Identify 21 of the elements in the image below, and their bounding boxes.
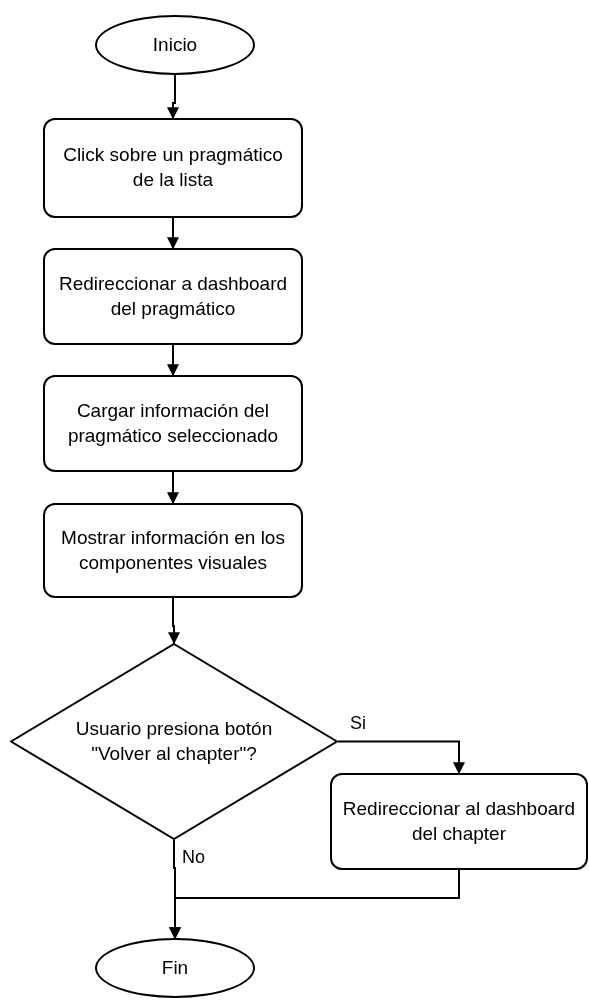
- process-box: [43, 248, 303, 345]
- arrow: [168, 597, 180, 645]
- node-text: Click sobre un pragmático de la lista: [62, 143, 284, 192]
- decision-diamond: [10, 643, 338, 840]
- node-text: Inicio: [151, 32, 199, 57]
- node-text: Cargar información del pragmático seleccionado: [66, 398, 280, 448]
- arrow: [167, 471, 179, 505]
- node-text: Redireccionar a dashboard del pragmático: [57, 271, 289, 321]
- process-box: [43, 375, 303, 472]
- node-text: Mostrar información en los componentes visuales: [60, 525, 286, 575]
- arrow: [167, 217, 179, 250]
- node-text: Fin: [160, 955, 190, 980]
- arrow: [167, 74, 179, 120]
- node-text: Usuario presiona botón "Volver al chapter"?: [74, 716, 274, 766]
- process-box: [43, 503, 303, 598]
- node-text: Redireccionar al dashboard del chapter: [341, 796, 577, 846]
- process-box: [43, 118, 303, 218]
- arrow: [169, 869, 460, 940]
- arrow: [337, 740, 465, 775]
- arrow: [167, 344, 179, 377]
- process-box: [330, 773, 588, 870]
